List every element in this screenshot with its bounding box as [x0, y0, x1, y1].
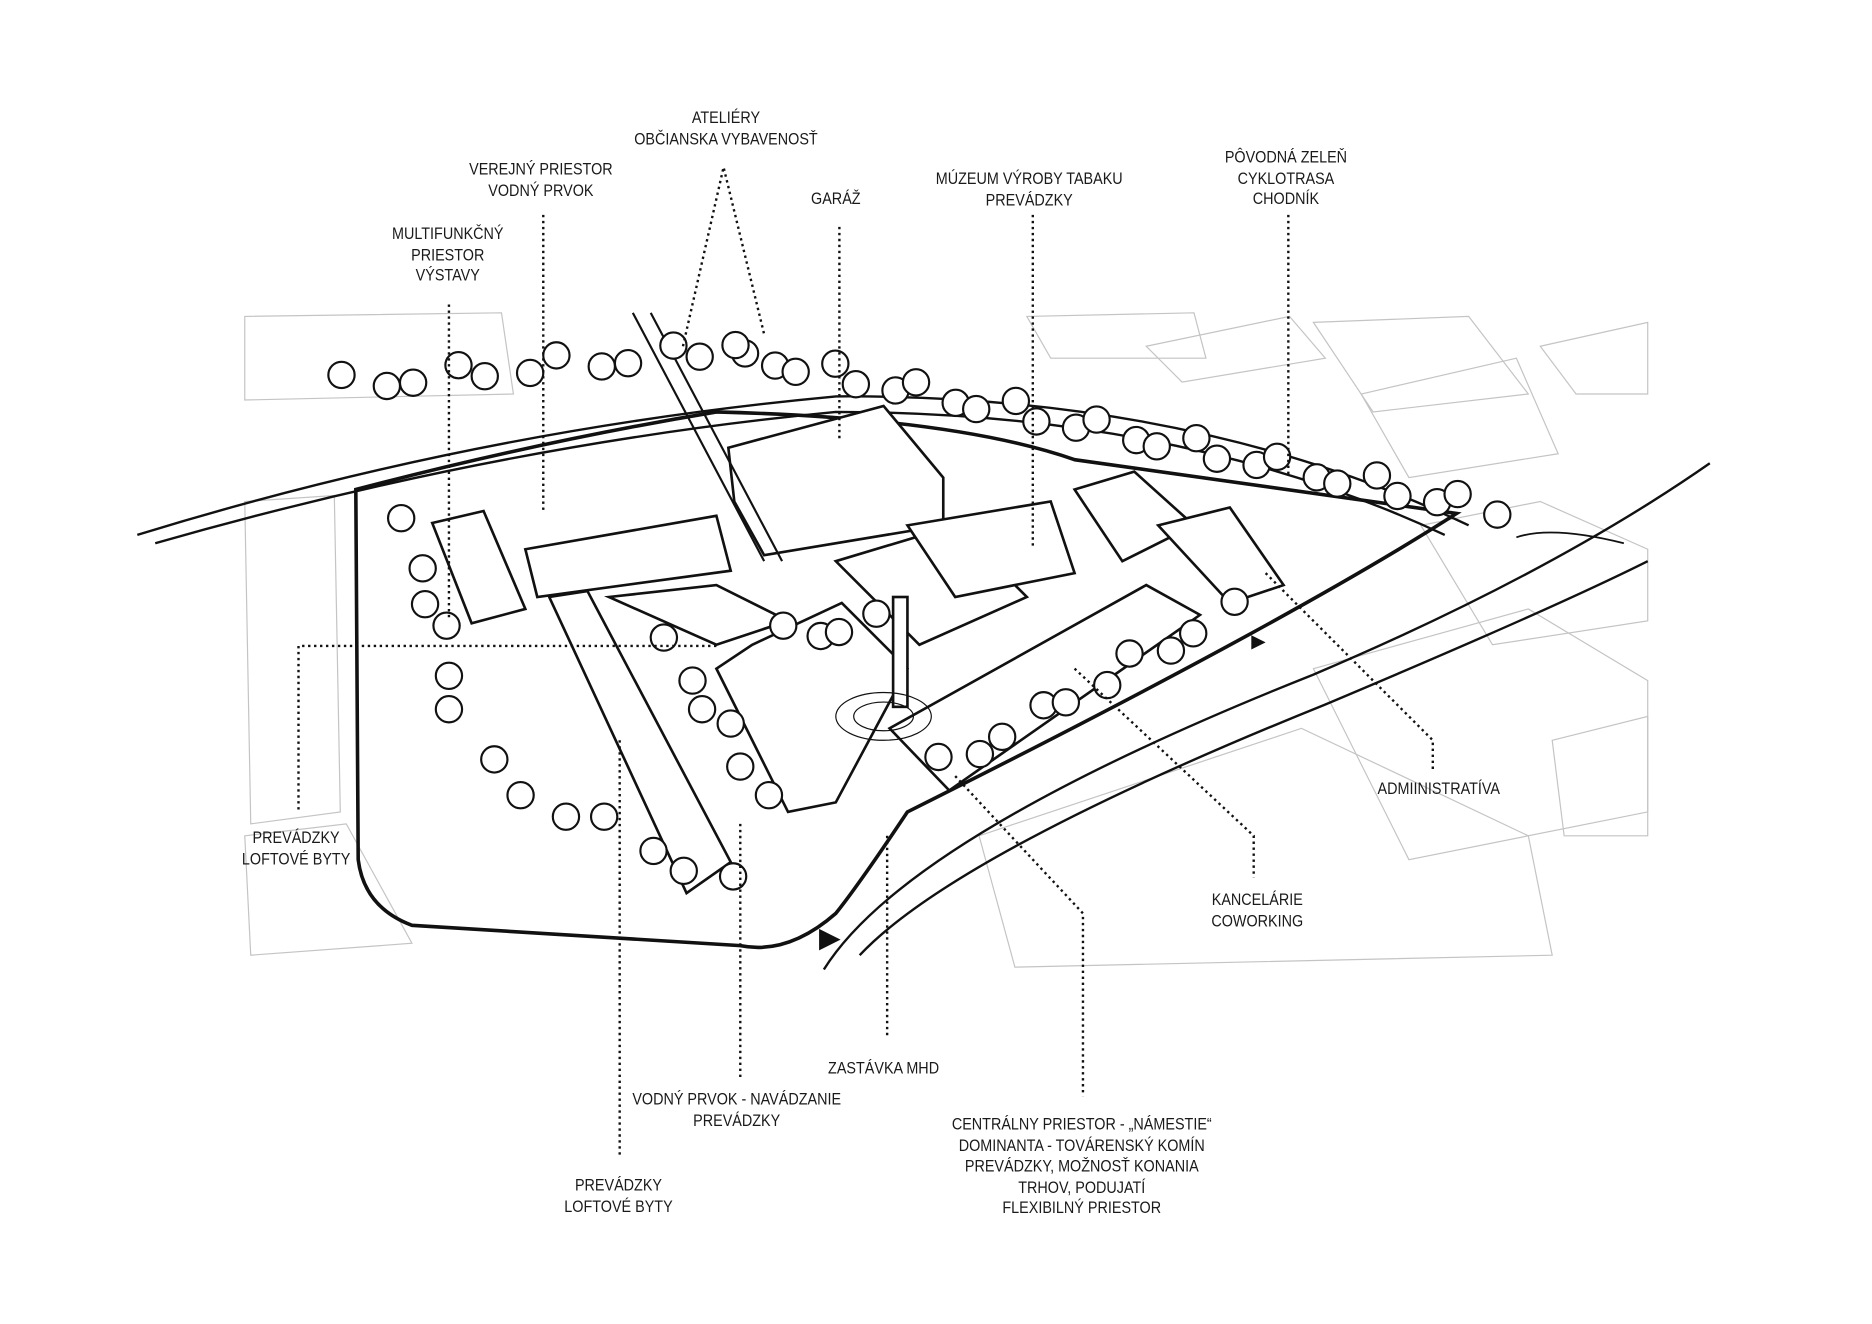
- tree: [410, 589, 440, 619]
- tree: [1323, 469, 1352, 498]
- tree: [987, 722, 1017, 752]
- tree: [781, 357, 810, 387]
- tree: [470, 362, 499, 391]
- tree: [678, 666, 707, 695]
- tree: [506, 780, 535, 810]
- tree: [639, 836, 668, 866]
- tree: [669, 856, 698, 886]
- site-boundary: [354, 410, 1462, 950]
- factory-chimney: [891, 595, 909, 709]
- tree: [386, 503, 416, 533]
- tree: [434, 695, 464, 724]
- tree: [1383, 481, 1412, 511]
- tree: [398, 368, 428, 397]
- tree: [434, 661, 464, 691]
- tree: [589, 802, 619, 831]
- trees: [327, 330, 1512, 891]
- tree: [824, 617, 854, 647]
- tree: [1115, 639, 1144, 668]
- tree: [327, 360, 356, 390]
- tree: [821, 349, 850, 378]
- tree: [444, 350, 473, 380]
- tree: [721, 330, 750, 360]
- tree: [542, 341, 571, 370]
- label-centralny-priestor: CENTRÁLNY PRIESTOR - „NÁMESTIE“DOMINANTA…: [951, 1114, 1212, 1217]
- tree: [685, 342, 714, 371]
- context-buildings: [244, 312, 1649, 968]
- tree: [1362, 461, 1392, 490]
- tree: [1202, 444, 1232, 473]
- tree: [754, 780, 784, 810]
- tree: [965, 739, 995, 769]
- tree: [1022, 407, 1051, 436]
- tree: [1443, 479, 1472, 509]
- tree: [718, 862, 748, 891]
- tree: [659, 331, 688, 360]
- label-garaz: GARÁŽ: [811, 188, 861, 208]
- label-administrativa: ADMIINISTRATÍVA: [1377, 778, 1501, 798]
- label-zastavka-mhd: ZASTÁVKA MHD: [828, 1057, 940, 1077]
- buildings: [430, 312, 1286, 896]
- tree: [1001, 386, 1031, 416]
- tree: [1051, 688, 1081, 717]
- tree: [480, 745, 509, 774]
- tree: [1082, 405, 1111, 434]
- tree: [1182, 423, 1211, 453]
- tree: [408, 554, 437, 583]
- tree: [372, 371, 402, 401]
- tree: [716, 709, 745, 738]
- tree: [924, 742, 953, 772]
- tree: [515, 358, 545, 388]
- tree: [649, 623, 679, 652]
- tree: [962, 394, 991, 424]
- leader-lines: [297, 166, 1434, 1159]
- tree: [687, 695, 717, 724]
- tree: [587, 352, 616, 381]
- tree: [1262, 442, 1292, 472]
- tree: [1178, 619, 1208, 648]
- tree: [1156, 636, 1186, 665]
- tree: [901, 368, 931, 397]
- tree: [1483, 500, 1512, 529]
- tree: [613, 348, 643, 378]
- tree: [1093, 670, 1122, 700]
- tree: [1220, 587, 1249, 616]
- tree: [432, 611, 461, 640]
- tree: [551, 802, 581, 831]
- tree: [769, 611, 798, 640]
- tree: [841, 370, 871, 399]
- entrance-marker-icon: [819, 928, 841, 951]
- entrance-marker-icon: [1251, 635, 1266, 650]
- tree: [726, 752, 755, 781]
- tree: [1142, 432, 1171, 461]
- tree: [862, 599, 891, 628]
